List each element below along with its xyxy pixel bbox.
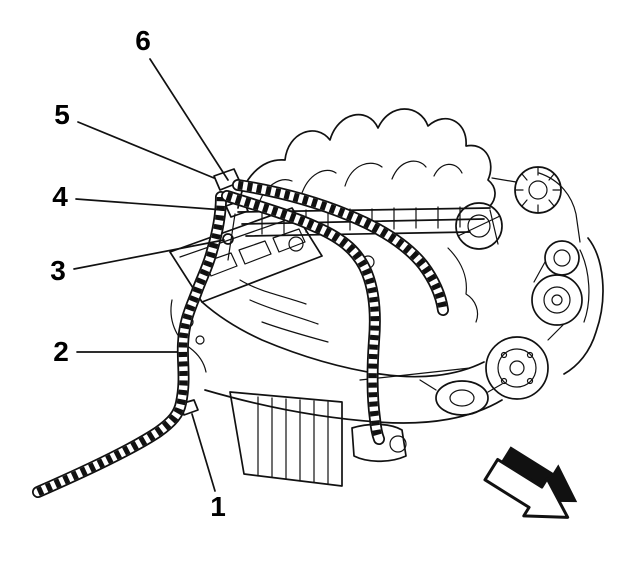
leader-line-3 xyxy=(73,239,225,270)
throttle-body xyxy=(455,202,503,250)
direction-arrow-face xyxy=(483,457,570,519)
accessory-pulleys xyxy=(485,172,583,400)
callout-label-3: 3 xyxy=(50,255,66,286)
callout-label-1: 1 xyxy=(210,491,226,522)
leader-lines xyxy=(73,58,229,492)
leader-line-1 xyxy=(191,413,216,492)
bell-housing xyxy=(563,237,604,375)
direction-arrow xyxy=(483,446,578,519)
callout-label-6: 6 xyxy=(135,25,151,56)
hose-clip xyxy=(222,233,234,245)
alternator xyxy=(491,166,562,214)
leader-line-5 xyxy=(77,121,215,179)
callout-label-4: 4 xyxy=(52,181,68,212)
engine-block-art xyxy=(169,108,604,487)
intake-manifold xyxy=(227,108,499,261)
engine-detail-lines xyxy=(170,236,503,424)
ac-compressor xyxy=(419,379,503,416)
leader-line-6 xyxy=(149,58,229,181)
direction-arrow-shadow xyxy=(497,446,578,503)
callout-label-5: 5 xyxy=(54,99,70,130)
callout-label-2: 2 xyxy=(53,336,69,367)
oil-pan xyxy=(229,391,343,487)
leader-line-4 xyxy=(75,198,225,211)
